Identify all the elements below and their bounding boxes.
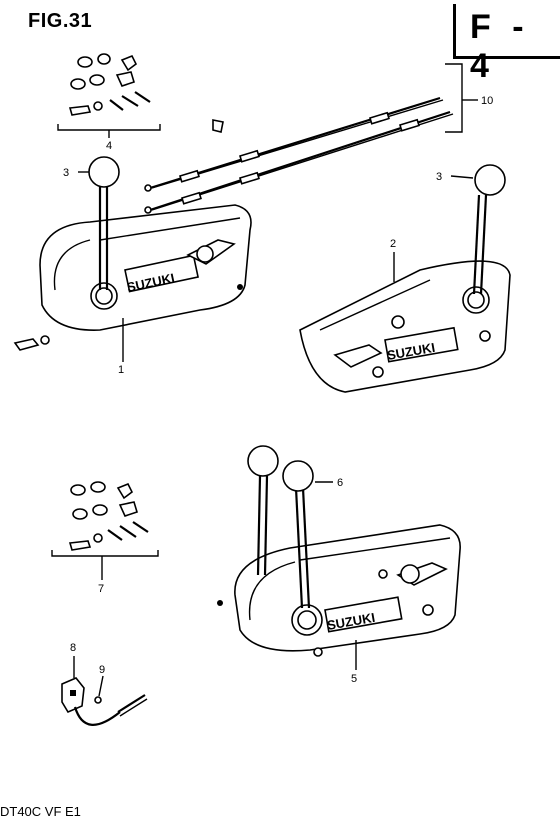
callout-6: 6 [337, 477, 343, 489]
callout-1: 1 [118, 364, 124, 376]
control-cables: 10 [144, 63, 493, 214]
figure-title: FIG.31 [28, 10, 93, 32]
parts-kit-7: 7 [51, 481, 159, 595]
section-frame [453, 4, 560, 59]
remote-control-box-1: SUZUKI 1 3 [13, 156, 252, 376]
callout-10: 10 [481, 95, 493, 107]
neutral-switch-assembly: 8 9 [61, 642, 148, 726]
callout-7: 7 [98, 583, 104, 595]
remote-control-box-2: SUZUKI 3 2 [299, 164, 511, 393]
callout-3-left: 3 [63, 167, 69, 179]
footer-model-code: DT40C VF E1 [0, 804, 81, 819]
callout-9: 9 [99, 664, 105, 676]
parts-kit-4: 4 [57, 53, 161, 152]
callout-4: 4 [106, 140, 112, 152]
callout-3-right: 3 [436, 171, 442, 183]
section-label: F - 4 [470, 8, 530, 85]
callout-5: 5 [351, 673, 357, 685]
remote-control-box-5: SUZUKI 6 5 [217, 445, 461, 685]
callout-2: 2 [390, 238, 396, 250]
callout-8: 8 [70, 642, 76, 654]
